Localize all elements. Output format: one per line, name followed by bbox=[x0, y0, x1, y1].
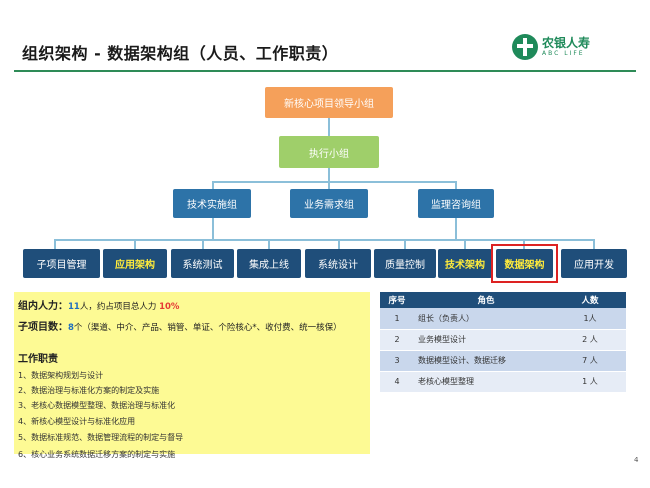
page-title: 组织架构 - 数据架构组（人员、工作职责） bbox=[22, 44, 339, 63]
row-count: 7 人 bbox=[554, 350, 626, 372]
connector-line bbox=[593, 239, 595, 249]
row-index: 1 bbox=[380, 308, 414, 330]
connector-line bbox=[464, 239, 466, 249]
staff-value: 11 bbox=[68, 302, 80, 312]
staff-mid: 人，约占项目总人力 bbox=[79, 302, 157, 312]
connector-line bbox=[202, 239, 204, 249]
abc-logo-icon bbox=[512, 34, 538, 60]
connector-line bbox=[328, 118, 330, 136]
team-integration-release: 集成上线 bbox=[237, 249, 301, 278]
table-row: 1 组长（负责人） 1人 bbox=[380, 308, 626, 330]
title-divider bbox=[14, 70, 636, 72]
duty-item: 3、老核心数据模型整理、数据治理与标准化 bbox=[18, 401, 176, 410]
duty-item: 5、数据标准规范、数据管理流程的制定与督导 bbox=[18, 433, 184, 442]
row-index: 4 bbox=[380, 371, 414, 393]
row-role: 老核心模型整理 bbox=[414, 371, 554, 393]
table-row: 3 数据模型设计、数据迁移 7 人 bbox=[380, 350, 626, 372]
org-group-business: 业务需求组 bbox=[290, 189, 368, 218]
team-quality-control: 质量控制 bbox=[374, 249, 436, 278]
duty-item: 1、数据架构规划与设计 bbox=[18, 371, 104, 380]
team-app-architecture: 应用架构 bbox=[103, 249, 167, 278]
table-row: 2 业务模型设计 2 人 bbox=[380, 329, 626, 351]
duty-item: 4、新核心模型设计与标准化应用 bbox=[18, 417, 136, 426]
org-group-tech: 技术实施组 bbox=[173, 189, 251, 218]
team-app-development: 应用开发 bbox=[561, 249, 627, 278]
connector-line bbox=[455, 181, 457, 189]
org-group-supervision: 监理咨询组 bbox=[418, 189, 494, 218]
staff-pct: 10% bbox=[159, 302, 180, 312]
col-header-index: 序号 bbox=[380, 292, 414, 308]
row-index: 2 bbox=[380, 329, 414, 351]
team-system-testing: 系统测试 bbox=[171, 249, 234, 278]
connector-line bbox=[212, 181, 214, 189]
connector-line bbox=[328, 181, 330, 189]
duty-item: 6、核心业务系统数据迁移方案的制定与实施 bbox=[18, 450, 176, 459]
projects-value: 8 bbox=[68, 323, 74, 333]
connector-line bbox=[54, 239, 56, 249]
highlight-frame-data-architecture bbox=[491, 244, 558, 283]
team-tech-architecture: 技术架构 bbox=[438, 249, 492, 278]
col-header-role: 角色 bbox=[414, 292, 554, 308]
connector-line bbox=[338, 239, 340, 249]
table-header-row: 序号 角色 人数 bbox=[380, 292, 626, 308]
connector-line bbox=[212, 181, 456, 183]
connector-line bbox=[54, 239, 594, 241]
row-role: 数据模型设计、数据迁移 bbox=[414, 350, 554, 372]
projects-detail: 个（渠道、中介、产品、销管、单证、个险核心*、收付费、统一核保） bbox=[73, 323, 342, 333]
row-count: 1 人 bbox=[554, 371, 626, 393]
row-role: 组长（负责人） bbox=[414, 308, 554, 330]
info-panel: 组内人力：11人，约占项目总人力 10% 子项目数：8个（渠道、中介、产品、销管… bbox=[14, 292, 370, 459]
org-leader-box: 新核心项目领导小组 bbox=[265, 87, 393, 118]
table-row: 4 老核心模型整理 1 人 bbox=[380, 371, 626, 393]
company-logo: 农银人寿 ABC LIFE bbox=[512, 34, 590, 60]
roles-table: 序号 角色 人数 1 组长（负责人） 1人 2 业务模型设计 2 人 3 数据模… bbox=[380, 292, 626, 393]
duty-item: 2、数据治理与标准化方案的制定及实施 bbox=[18, 386, 160, 395]
row-count: 2 人 bbox=[554, 329, 626, 351]
staff-line: 组内人力：11人，约占项目总人力 10% bbox=[18, 297, 179, 312]
projects-line: 子项目数：8个（渠道、中介、产品、销管、单证、个险核心*、收付费、统一核保） bbox=[18, 318, 342, 333]
row-index: 3 bbox=[380, 350, 414, 372]
org-exec-box: 执行小组 bbox=[279, 136, 379, 168]
connector-line bbox=[268, 239, 270, 249]
duties-title: 工作职责 bbox=[18, 354, 58, 365]
team-system-design: 系统设计 bbox=[305, 249, 371, 278]
projects-label: 子项目数： bbox=[18, 322, 68, 333]
connector-line bbox=[212, 218, 214, 240]
connector-line bbox=[455, 218, 457, 240]
col-header-count: 人数 bbox=[554, 292, 626, 308]
row-count: 1人 bbox=[554, 308, 626, 330]
connector-line bbox=[328, 168, 330, 182]
connector-line bbox=[404, 239, 406, 249]
logo-name-cn: 农银人寿 bbox=[542, 36, 591, 50]
staff-label: 组内人力： bbox=[18, 301, 68, 312]
connector-line bbox=[134, 239, 136, 249]
row-role: 业务模型设计 bbox=[414, 329, 554, 351]
logo-name-en: ABC LIFE bbox=[542, 50, 585, 57]
team-data-architecture: 数据架构 bbox=[496, 249, 553, 278]
team-subproject-mgmt: 子项目管理 bbox=[23, 249, 100, 278]
page-number: 4 bbox=[634, 456, 639, 464]
